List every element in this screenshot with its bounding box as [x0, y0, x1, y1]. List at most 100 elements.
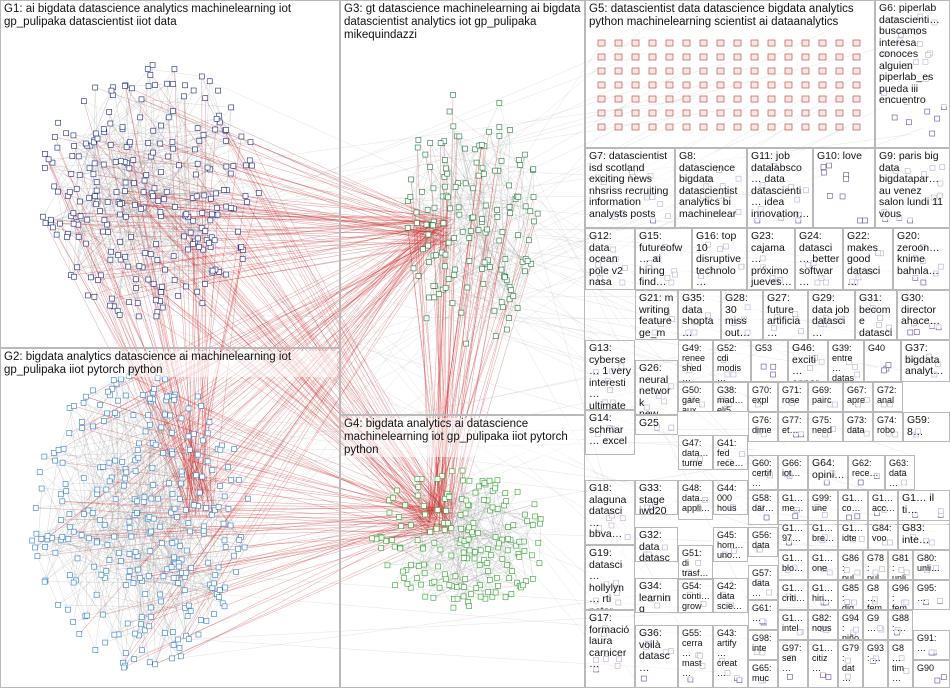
edge	[160, 237, 453, 602]
edge	[54, 136, 430, 224]
group-label: G60: certif…	[752, 458, 775, 488]
edge	[70, 206, 227, 276]
group-panel-g38: G38: mad… eli5…	[713, 382, 748, 412]
node	[93, 591, 100, 598]
edge	[118, 493, 173, 553]
node	[93, 539, 100, 546]
edge	[190, 234, 430, 569]
group-panel-g8c: G8… tim…	[888, 640, 913, 688]
group-panel-g79: G79: dat…	[838, 640, 863, 688]
group-label: G96: fem…	[892, 583, 910, 609]
node	[142, 591, 149, 597]
edge	[112, 83, 168, 88]
node	[228, 477, 234, 483]
edge	[67, 230, 206, 234]
group-label: G86: pul…	[842, 553, 860, 579]
edge	[188, 242, 444, 250]
edge	[185, 567, 219, 636]
node	[235, 228, 241, 235]
edge	[149, 556, 921, 663]
node	[183, 211, 190, 218]
group-panel-g20: G20: zeroon… knime bahnla…	[893, 228, 950, 290]
edge	[69, 433, 130, 522]
node	[66, 523, 73, 530]
node	[221, 187, 227, 193]
node	[93, 187, 100, 194]
node	[90, 387, 96, 394]
node	[45, 156, 52, 163]
edge	[55, 552, 119, 635]
edge	[128, 224, 453, 267]
edge	[209, 514, 212, 585]
group-panel-g48: G48: data… appli…	[678, 480, 713, 520]
node	[154, 257, 161, 263]
edge	[483, 235, 519, 285]
edge	[66, 490, 161, 527]
node	[131, 180, 137, 187]
node	[190, 87, 197, 94]
edge	[205, 243, 444, 285]
edge	[37, 507, 454, 557]
node	[243, 162, 249, 169]
edge	[203, 134, 444, 224]
edge	[153, 118, 217, 131]
edge	[66, 133, 90, 198]
edge	[90, 236, 185, 278]
group-panel-g67: G67: apre…	[843, 382, 873, 412]
group-panel-g94: G94: niño	[838, 610, 863, 640]
group-label: G5: datascientist data datascience bigda…	[589, 3, 872, 29]
node	[107, 302, 113, 309]
node	[98, 571, 105, 578]
edge	[105, 626, 150, 643]
node	[194, 125, 201, 131]
edge	[103, 164, 206, 285]
edge	[442, 208, 451, 290]
node	[194, 288, 201, 295]
edge	[137, 219, 452, 570]
node	[157, 140, 164, 147]
edge	[421, 164, 521, 192]
group-label: G27: future artificia…	[767, 292, 805, 339]
group-panel-g23: G23: cajama… próximo jueves…	[747, 228, 795, 290]
group-panel-g86: G86: pul…	[838, 550, 863, 580]
edge	[69, 191, 215, 495]
node	[42, 220, 49, 226]
edge	[133, 183, 163, 308]
node	[150, 281, 157, 287]
node	[148, 604, 154, 611]
edge	[141, 448, 235, 582]
node	[67, 572, 73, 578]
edge	[44, 153, 200, 500]
edge	[447, 197, 468, 288]
node	[138, 96, 145, 103]
edge	[111, 221, 448, 299]
edge	[76, 222, 138, 304]
edge	[79, 149, 196, 176]
edge	[70, 143, 161, 276]
edge	[436, 217, 473, 522]
node	[121, 664, 127, 671]
group-panel-g52: G52: cdi modis…	[713, 340, 751, 382]
edge	[79, 145, 88, 202]
node	[211, 237, 218, 244]
edge	[426, 240, 500, 533]
edge	[65, 395, 171, 485]
node	[216, 119, 223, 126]
node	[242, 193, 249, 199]
edge	[114, 607, 152, 635]
edge	[504, 129, 511, 278]
node	[145, 573, 152, 579]
node	[238, 244, 245, 250]
edge	[157, 242, 210, 313]
edge	[103, 420, 172, 433]
edge	[410, 154, 426, 180]
edge	[224, 540, 245, 548]
edge	[431, 283, 484, 535]
node	[190, 217, 197, 224]
edge	[237, 231, 450, 526]
group-panel-g51: G51: di trasf…	[678, 545, 713, 580]
edge	[203, 244, 444, 527]
group-label: G16: top 10 disruptive technolo…	[696, 230, 744, 289]
node	[202, 95, 209, 101]
